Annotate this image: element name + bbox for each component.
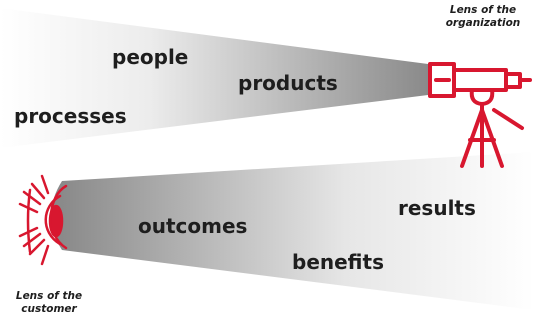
eye-icon — [18, 174, 68, 266]
customer-lens-caption: Lens of the customer — [14, 290, 84, 316]
word-people: people — [112, 45, 189, 69]
word-processes: processes — [14, 104, 127, 128]
word-products: products — [238, 71, 338, 95]
word-outcomes: outcomes — [138, 214, 248, 238]
organization-caption-line1: Lens of the — [449, 4, 517, 16]
organization-view-beam — [0, 8, 428, 148]
telescope-icon — [428, 62, 532, 168]
organization-caption-line2: organization — [445, 17, 521, 29]
customer-caption-line1: Lens of the — [15, 290, 83, 302]
organization-lens-caption: Lens of the organization — [428, 4, 534, 30]
word-results: results — [398, 196, 476, 220]
customer-view-beam — [62, 152, 534, 310]
customer-caption-line2: customer — [21, 303, 77, 315]
word-benefits: benefits — [292, 250, 384, 274]
